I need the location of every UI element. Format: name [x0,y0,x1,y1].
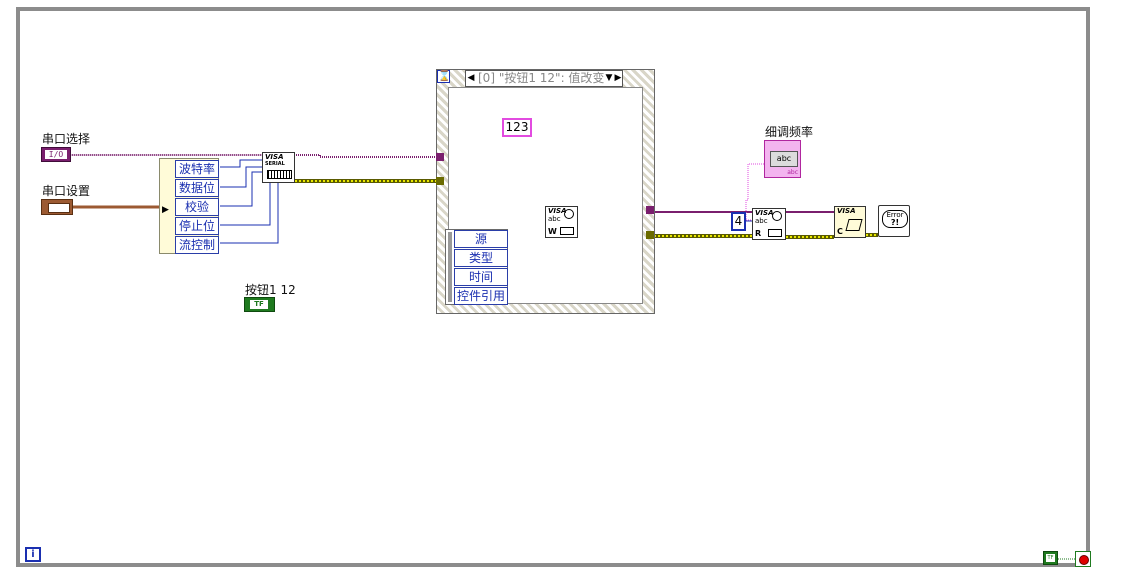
stop-button-terminal[interactable]: TF [1043,551,1058,565]
serial-setup-label: 串口设置 [42,184,91,198]
case-selector-text: [0] "按钮1 12": 值改变 [478,71,605,85]
error-title: Error [886,211,904,219]
vi-subtitle: SERIAL [265,161,285,167]
visa-close-vi[interactable]: VISA C [834,206,866,238]
error-handler-vi[interactable]: Error ?! [878,205,910,237]
visa-read-vi[interactable]: VISA abc R [752,208,786,240]
serial-select-label: 串口选择 [42,132,91,146]
serial-port-icon [267,170,292,179]
read-letter: R [755,229,762,238]
prev-case-arrow-icon[interactable]: ◀ [467,73,475,83]
vi-title: VISA [755,209,774,217]
data-bits-wire [220,166,264,188]
serial-setup-control[interactable] [41,199,73,215]
button-terminal[interactable]: TF [244,297,275,312]
read-string-wire [745,163,770,221]
vi-subtitle: abc [755,217,768,225]
clock-icon [772,211,782,221]
write-letter: W [548,227,557,236]
abc-tag: abc [787,169,798,176]
error-tunnel-right [646,231,654,239]
event-data-ctl-ref[interactable]: 控件引用 [454,287,508,305]
visa-tunnel-left [436,153,444,161]
case-dropdown-icon[interactable]: ▼ [605,73,613,83]
string-display: abc [770,151,798,167]
flow-control-wire [220,183,279,244]
visa-tunnel-right [646,206,654,214]
visa-write-vi[interactable]: VISA abc W [545,206,578,238]
close-letter: C [837,227,843,236]
baud-wire [220,159,264,168]
error-sub: ?! [890,218,900,227]
vi-title: VISA [837,207,856,215]
event-data-node[interactable]: 源 类型 时间 控件引用 [445,229,508,305]
error-tunnel-left [436,177,444,185]
vi-title: VISA [548,207,567,215]
event-data-time[interactable]: 时间 [454,268,508,286]
tf-text: TF [250,300,268,309]
stop-bits-wire [220,183,271,226]
write-string-constant[interactable]: 123 [502,118,532,137]
io-terminal-text: I/O [45,150,67,159]
close-icon [845,219,863,231]
cluster-item-parity[interactable]: 校验 [175,198,219,216]
speech-bubble-icon: Error ?! [882,210,908,228]
cluster-item-baud[interactable]: 波特率 [175,160,219,178]
visa-configure-serial-vi[interactable]: VISA SERIAL [262,152,295,183]
cluster-item-stop-bits[interactable]: 停止位 [175,217,219,235]
clock-icon [564,209,574,219]
serial-select-control[interactable]: I/O [41,147,71,162]
port-icon [768,229,782,237]
vi-title: VISA [265,153,284,161]
vi-subtitle: abc [548,215,561,223]
byte-count-constant[interactable]: 4 [731,212,746,231]
event-data-type[interactable]: 类型 [454,249,508,267]
stop-tf-text: TF [1046,554,1055,562]
stop-sign-icon [1079,555,1089,565]
cluster-item-flow-control[interactable]: 流控制 [175,236,219,254]
iteration-terminal[interactable]: i [25,547,41,562]
cluster-item-data-bits[interactable]: 数据位 [175,179,219,197]
cluster-input-arrow-icon: ▶ [162,205,169,215]
next-case-arrow-icon[interactable]: ▶ [614,73,622,83]
event-timeout-icon[interactable]: ⌛ [437,70,451,83]
parity-wire [220,171,264,207]
button-label: 按钮1 12 [245,283,296,297]
unbundle-by-name[interactable]: ▶ 波特率 数据位 校验 停止位 流控制 [159,158,219,254]
node-bar [448,232,452,302]
fine-freq-label: 细调频率 [765,125,814,139]
loop-condition-terminal[interactable] [1075,551,1091,567]
cluster-icon [48,203,70,213]
event-case-selector[interactable]: ◀ [0] "按钮1 12": 值改变 ▼ ▶ [465,70,623,87]
fine-freq-indicator[interactable]: abc abc [764,140,801,178]
event-data-source[interactable]: 源 [454,230,508,248]
port-icon [560,227,574,235]
